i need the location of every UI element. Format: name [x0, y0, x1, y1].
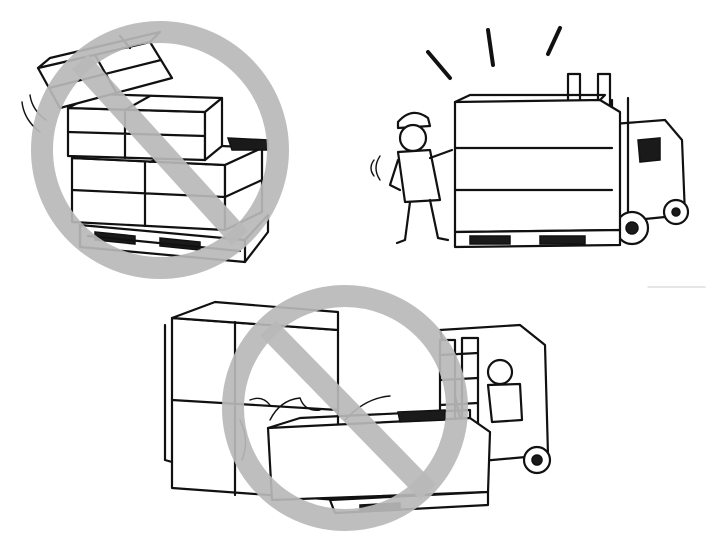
worker-figure: [370, 111, 454, 245]
panel-load-check: [370, 26, 690, 249]
panel-pushing-load: [163, 285, 552, 531]
forklift-load: [453, 93, 622, 249]
prohibition-sign: [31, 21, 289, 279]
prohibition-sign: [222, 285, 468, 531]
attention-marks: [426, 26, 562, 80]
panel-unstable-stack: [21, 21, 289, 279]
